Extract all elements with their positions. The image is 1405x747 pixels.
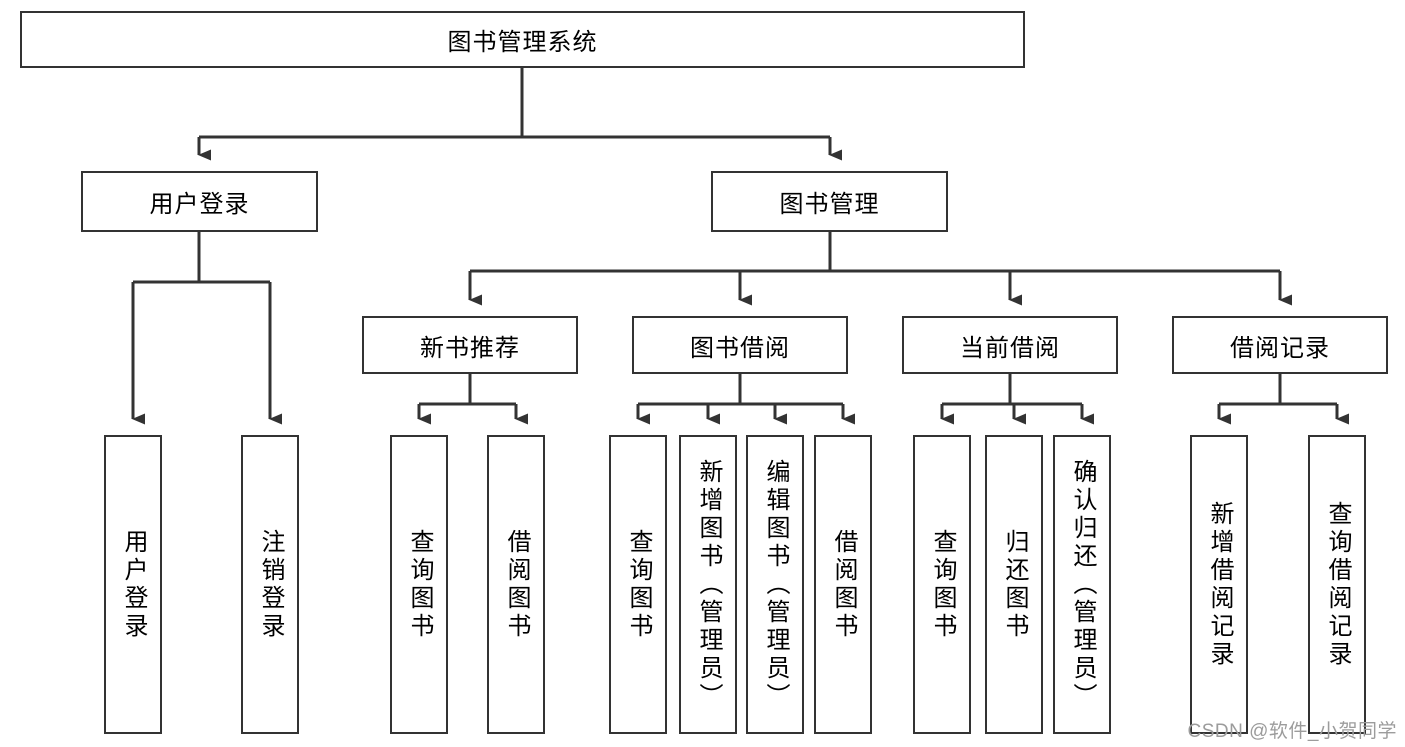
node-user-login-label: 用户登录 [149,191,250,218]
node-leaf-query-book-recommend-label: 查询图书 [406,528,433,641]
node-new-book-recommend-label: 新书推荐 [420,334,520,362]
node-leaf-borrow-book-recommend-label: 借阅图书 [503,528,530,641]
node-leaf-edit-book-admin[interactable]: 编辑图书（管理员） [746,435,804,734]
node-leaf-add-book-admin-label: 新增图书（管理员） [695,458,722,711]
node-leaf-edit-book-admin-label: 编辑图书（管理员） [762,458,789,711]
node-leaf-add-borrow-record[interactable]: 新增借阅记录 [1190,435,1248,734]
node-leaf-add-book-admin[interactable]: 新增图书（管理员） [679,435,737,734]
node-user-login[interactable]: 用户登录 [81,171,318,232]
node-leaf-query-book-recommend[interactable]: 查询图书 [390,435,448,734]
node-leaf-user-logout-label: 注销登录 [257,528,284,641]
node-leaf-borrow-book[interactable]: 借阅图书 [814,435,872,734]
node-leaf-query-borrow-record-label: 查询借阅记录 [1324,500,1351,669]
node-leaf-query-book-borrow[interactable]: 查询图书 [609,435,667,734]
node-leaf-return-book-label: 归还图书 [1001,528,1028,641]
node-leaf-user-logout[interactable]: 注销登录 [241,435,299,734]
node-leaf-return-book[interactable]: 归还图书 [985,435,1043,734]
node-root-label: 图书管理系统 [447,29,598,56]
node-book-management[interactable]: 图书管理 [711,171,948,232]
node-borrow-record-label: 借阅记录 [1230,334,1330,362]
node-leaf-query-book-current-label: 查询图书 [929,528,956,641]
node-leaf-add-borrow-record-label: 新增借阅记录 [1206,500,1233,669]
node-leaf-query-book-current[interactable]: 查询图书 [913,435,971,734]
node-leaf-user-login-label: 用户登录 [120,528,147,641]
node-leaf-borrow-book-label: 借阅图书 [830,528,857,641]
node-leaf-confirm-return-admin-label: 确认归还（管理员） [1069,458,1096,711]
node-leaf-query-borrow-record[interactable]: 查询借阅记录 [1308,435,1366,734]
node-new-book-recommend[interactable]: 新书推荐 [362,316,578,374]
node-book-management-label: 图书管理 [779,191,880,218]
node-leaf-borrow-book-recommend[interactable]: 借阅图书 [487,435,545,734]
node-borrow-record[interactable]: 借阅记录 [1172,316,1388,374]
node-book-borrow[interactable]: 图书借阅 [632,316,848,374]
node-current-borrow[interactable]: 当前借阅 [902,316,1118,374]
node-leaf-confirm-return-admin[interactable]: 确认归还（管理员） [1053,435,1111,734]
node-leaf-user-login[interactable]: 用户登录 [104,435,162,734]
node-root[interactable]: 图书管理系统 [20,11,1025,68]
node-current-borrow-label: 当前借阅 [960,334,1060,362]
node-leaf-query-book-borrow-label: 查询图书 [625,528,652,641]
node-book-borrow-label: 图书借阅 [690,334,790,362]
